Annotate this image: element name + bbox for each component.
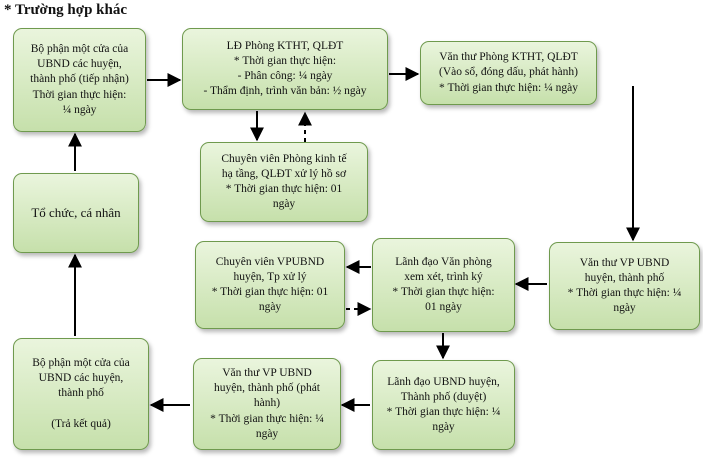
node-text-line: * Thời gian thực hiện: 01	[225, 183, 343, 195]
node-text-line: UBND các huyện,	[37, 58, 122, 71]
node-specialist-infrastructure: Chuyên viên Phòng kinh tế hạ tầng, QLĐT x…	[200, 142, 368, 222]
node-text-line: ngày	[258, 301, 282, 314]
node-text-line: Lãnh đạo UBND huyện,	[387, 375, 500, 388]
node-people-committee-clerk: Văn thư VP UBND huyện, thành phố * Thời gi…	[549, 242, 700, 330]
node-text-line: Bộ phận một cửa của	[30, 43, 129, 56]
node-text-line: xem xét, trình ký	[404, 270, 483, 283]
node-text-line: Bộ phận một cửa của	[32, 357, 130, 370]
node-text-line: * Thời gian thực hiện: 01	[211, 286, 329, 298]
node-text-line: - Phân công: ¼ ngày	[237, 70, 333, 82]
node-text-line: * Thời gian thực hiện: ¼	[567, 287, 682, 299]
node-text-line: Văn thư Phòng KTHT, QLĐT	[439, 51, 578, 64]
node-office-leader: Lãnh đạo Văn phòng xem xét, trình ký * Thờ…	[372, 238, 515, 332]
node-organization-individual: Tổ chức, cá nhân	[13, 173, 139, 253]
node-text-line: ngày	[272, 198, 296, 211]
node-text-line: Tổ chức, cá nhân	[31, 205, 121, 221]
node-text-line: (Trả kết quả)	[51, 417, 111, 430]
node-text-line: thành phố (tiếp nhận)	[30, 73, 129, 86]
node-text-line: Văn thư VP UBND	[579, 256, 670, 269]
node-text-line: * Thời gian thực hiện: ¼	[386, 406, 501, 418]
node-office-specialist: Chuyên viên VPUBND huyện, Tp xử lý * Thời …	[195, 241, 345, 329]
node-text-line: Chuyên viên VPUBND	[215, 255, 325, 268]
node-department-clerk: Văn thư Phòng KTHT, QLĐT (Vào sổ, đóng dấ…	[420, 41, 597, 105]
node-text-line: Lãnh đạo Văn phòng	[395, 255, 492, 268]
node-text-line: UBND các huyện,	[38, 372, 124, 385]
node-text-line: 01 ngày	[425, 301, 462, 314]
node-text-line: thành phố	[58, 387, 104, 400]
node-text-line: ngày	[432, 421, 455, 434]
node-text-line: (Vào sổ, đóng dấu, phát hành)	[439, 66, 578, 79]
node-text-line	[80, 402, 83, 417]
node-text-line: - Thẩm định, trình văn bản: ½ ngày	[203, 85, 367, 98]
node-text-line: ngày	[613, 302, 636, 315]
node-text-line: huyện, thành phố	[584, 271, 665, 284]
node-text-line: Thành phố (duyệt)	[400, 390, 487, 403]
node-text-line: Thời gian thực hiện:	[32, 88, 127, 101]
node-text-line: Chuyên viên Phòng kinh tế	[221, 152, 347, 165]
page-title: * Trường hợp khác	[4, 2, 128, 18]
node-text-line: hạ tầng, QLĐT xử lý hồ sơ	[221, 167, 347, 180]
node-district-leader-approval: Lãnh đạo UBND huyện, Thành phố (duyệt) * T…	[372, 360, 515, 450]
node-text-line: * Thời gian thực hiện: ¼	[210, 412, 324, 425]
node-text-line: * Thời gian thực hiện: ¼ ngày	[439, 81, 578, 94]
node-text-line: ngày	[255, 427, 279, 440]
node-text-line: * Thời gian thực hiện:	[392, 286, 495, 298]
node-text-line: huyện, Tp xử lý	[233, 270, 307, 283]
node-office-clerk-release: Văn thư VP UBND huyện, thành phố (phát hàn…	[193, 358, 341, 450]
node-text-line: ¼ ngày	[62, 103, 97, 116]
node-text-line: hành)	[253, 397, 281, 410]
node-text-line: huyện, thành phố (phát	[213, 382, 321, 395]
node-department-leader: LĐ Phòng KTHT, QLĐT * Thời gian thực hiện…	[182, 28, 388, 110]
node-text-line: LĐ Phòng KTHT, QLĐT	[226, 39, 344, 52]
node-text-line: Văn thư VP UBND	[222, 367, 312, 380]
node-text-line: * Thời gian thực hiện:	[233, 54, 337, 67]
